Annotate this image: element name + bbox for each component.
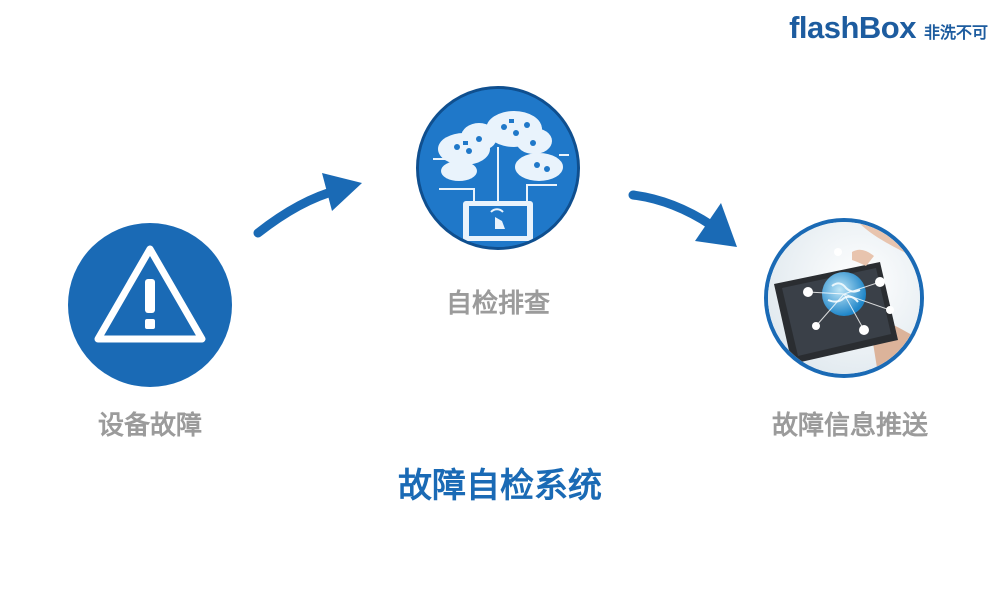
step-label-push: 故障信息推送 (771, 411, 928, 441)
warning-icon (94, 245, 206, 343)
push-node (764, 218, 924, 378)
arrow-right-up-icon (253, 173, 362, 238)
network-touch-icon (419, 89, 577, 247)
step-label-selfcheck: 自检排查 (445, 289, 550, 319)
brand-name: flashBox (789, 10, 916, 45)
network-node (416, 86, 580, 250)
page-title: 故障自检系统 (398, 466, 602, 506)
arrow-right-down-icon (628, 190, 737, 247)
step-label-fault: 设备故障 (97, 411, 202, 441)
warning-node (68, 223, 232, 387)
tablet-globe-icon (768, 222, 920, 374)
brand-logo: flashBox 非洗不可 (789, 10, 988, 46)
brand-tagline: 非洗不可 (923, 23, 988, 42)
